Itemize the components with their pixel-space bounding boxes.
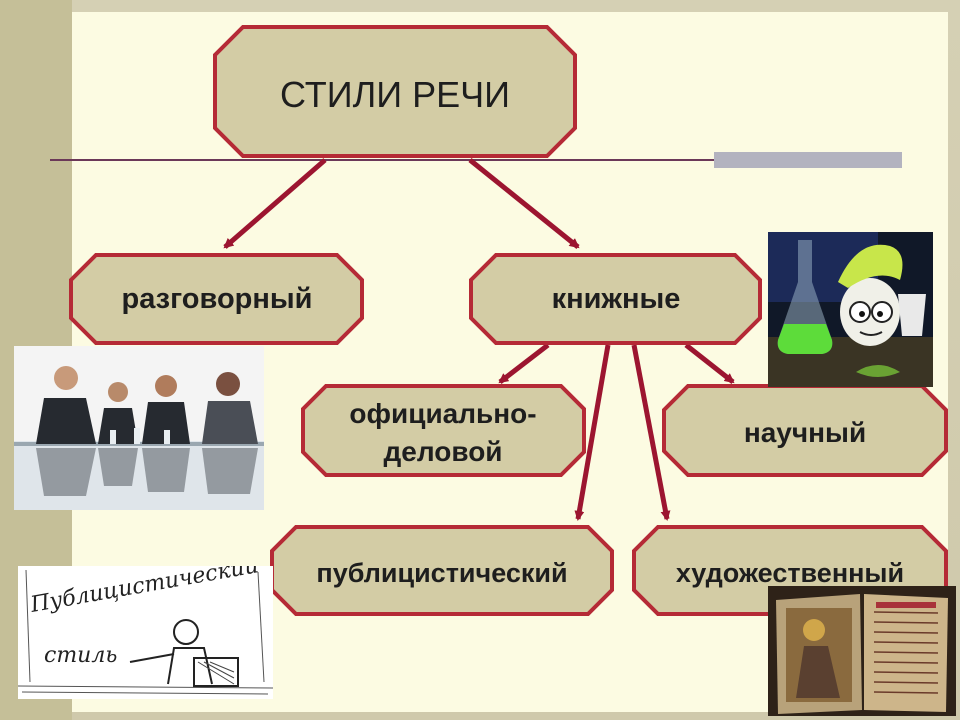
arrow-root-to-colloquial — [223, 158, 327, 249]
title-divider-line — [50, 159, 900, 161]
science-flask-photo — [768, 232, 933, 387]
node-bookish-label: книжные — [552, 283, 681, 315]
node-colloquial — [69, 253, 364, 345]
svg-text:стиль: стиль — [44, 643, 117, 668]
node-artistic-label: художественный — [676, 558, 904, 588]
node-bookish — [469, 253, 762, 345]
node-official-line1: официально- — [349, 398, 536, 429]
arrow-bookish-to-official — [498, 343, 550, 384]
publicist-style-sketch: Публицистический стиль — [18, 566, 273, 699]
node-scientific-label: научный — [744, 417, 866, 448]
arrow-root-to-bookish — [468, 158, 580, 249]
node-official-line2: деловой — [383, 436, 502, 467]
node-root — [213, 25, 577, 158]
node-official-business — [301, 384, 586, 477]
node-colloquial-label: разговорный — [121, 283, 312, 315]
node-publicistic — [270, 525, 614, 616]
arrow-bookish-to-scientific — [684, 343, 735, 384]
arrow-bookish-to-publicistic — [574, 344, 611, 521]
arrow-bookish-to-artistic — [631, 344, 671, 521]
node-root-label: СТИЛИ РЕЧИ — [280, 74, 510, 115]
business-meeting-photo — [14, 346, 264, 510]
ancient-manuscript-photo — [768, 586, 956, 716]
title-divider-accent — [714, 152, 902, 168]
node-publicistic-label: публицистический — [316, 558, 567, 588]
node-scientific — [662, 384, 948, 477]
